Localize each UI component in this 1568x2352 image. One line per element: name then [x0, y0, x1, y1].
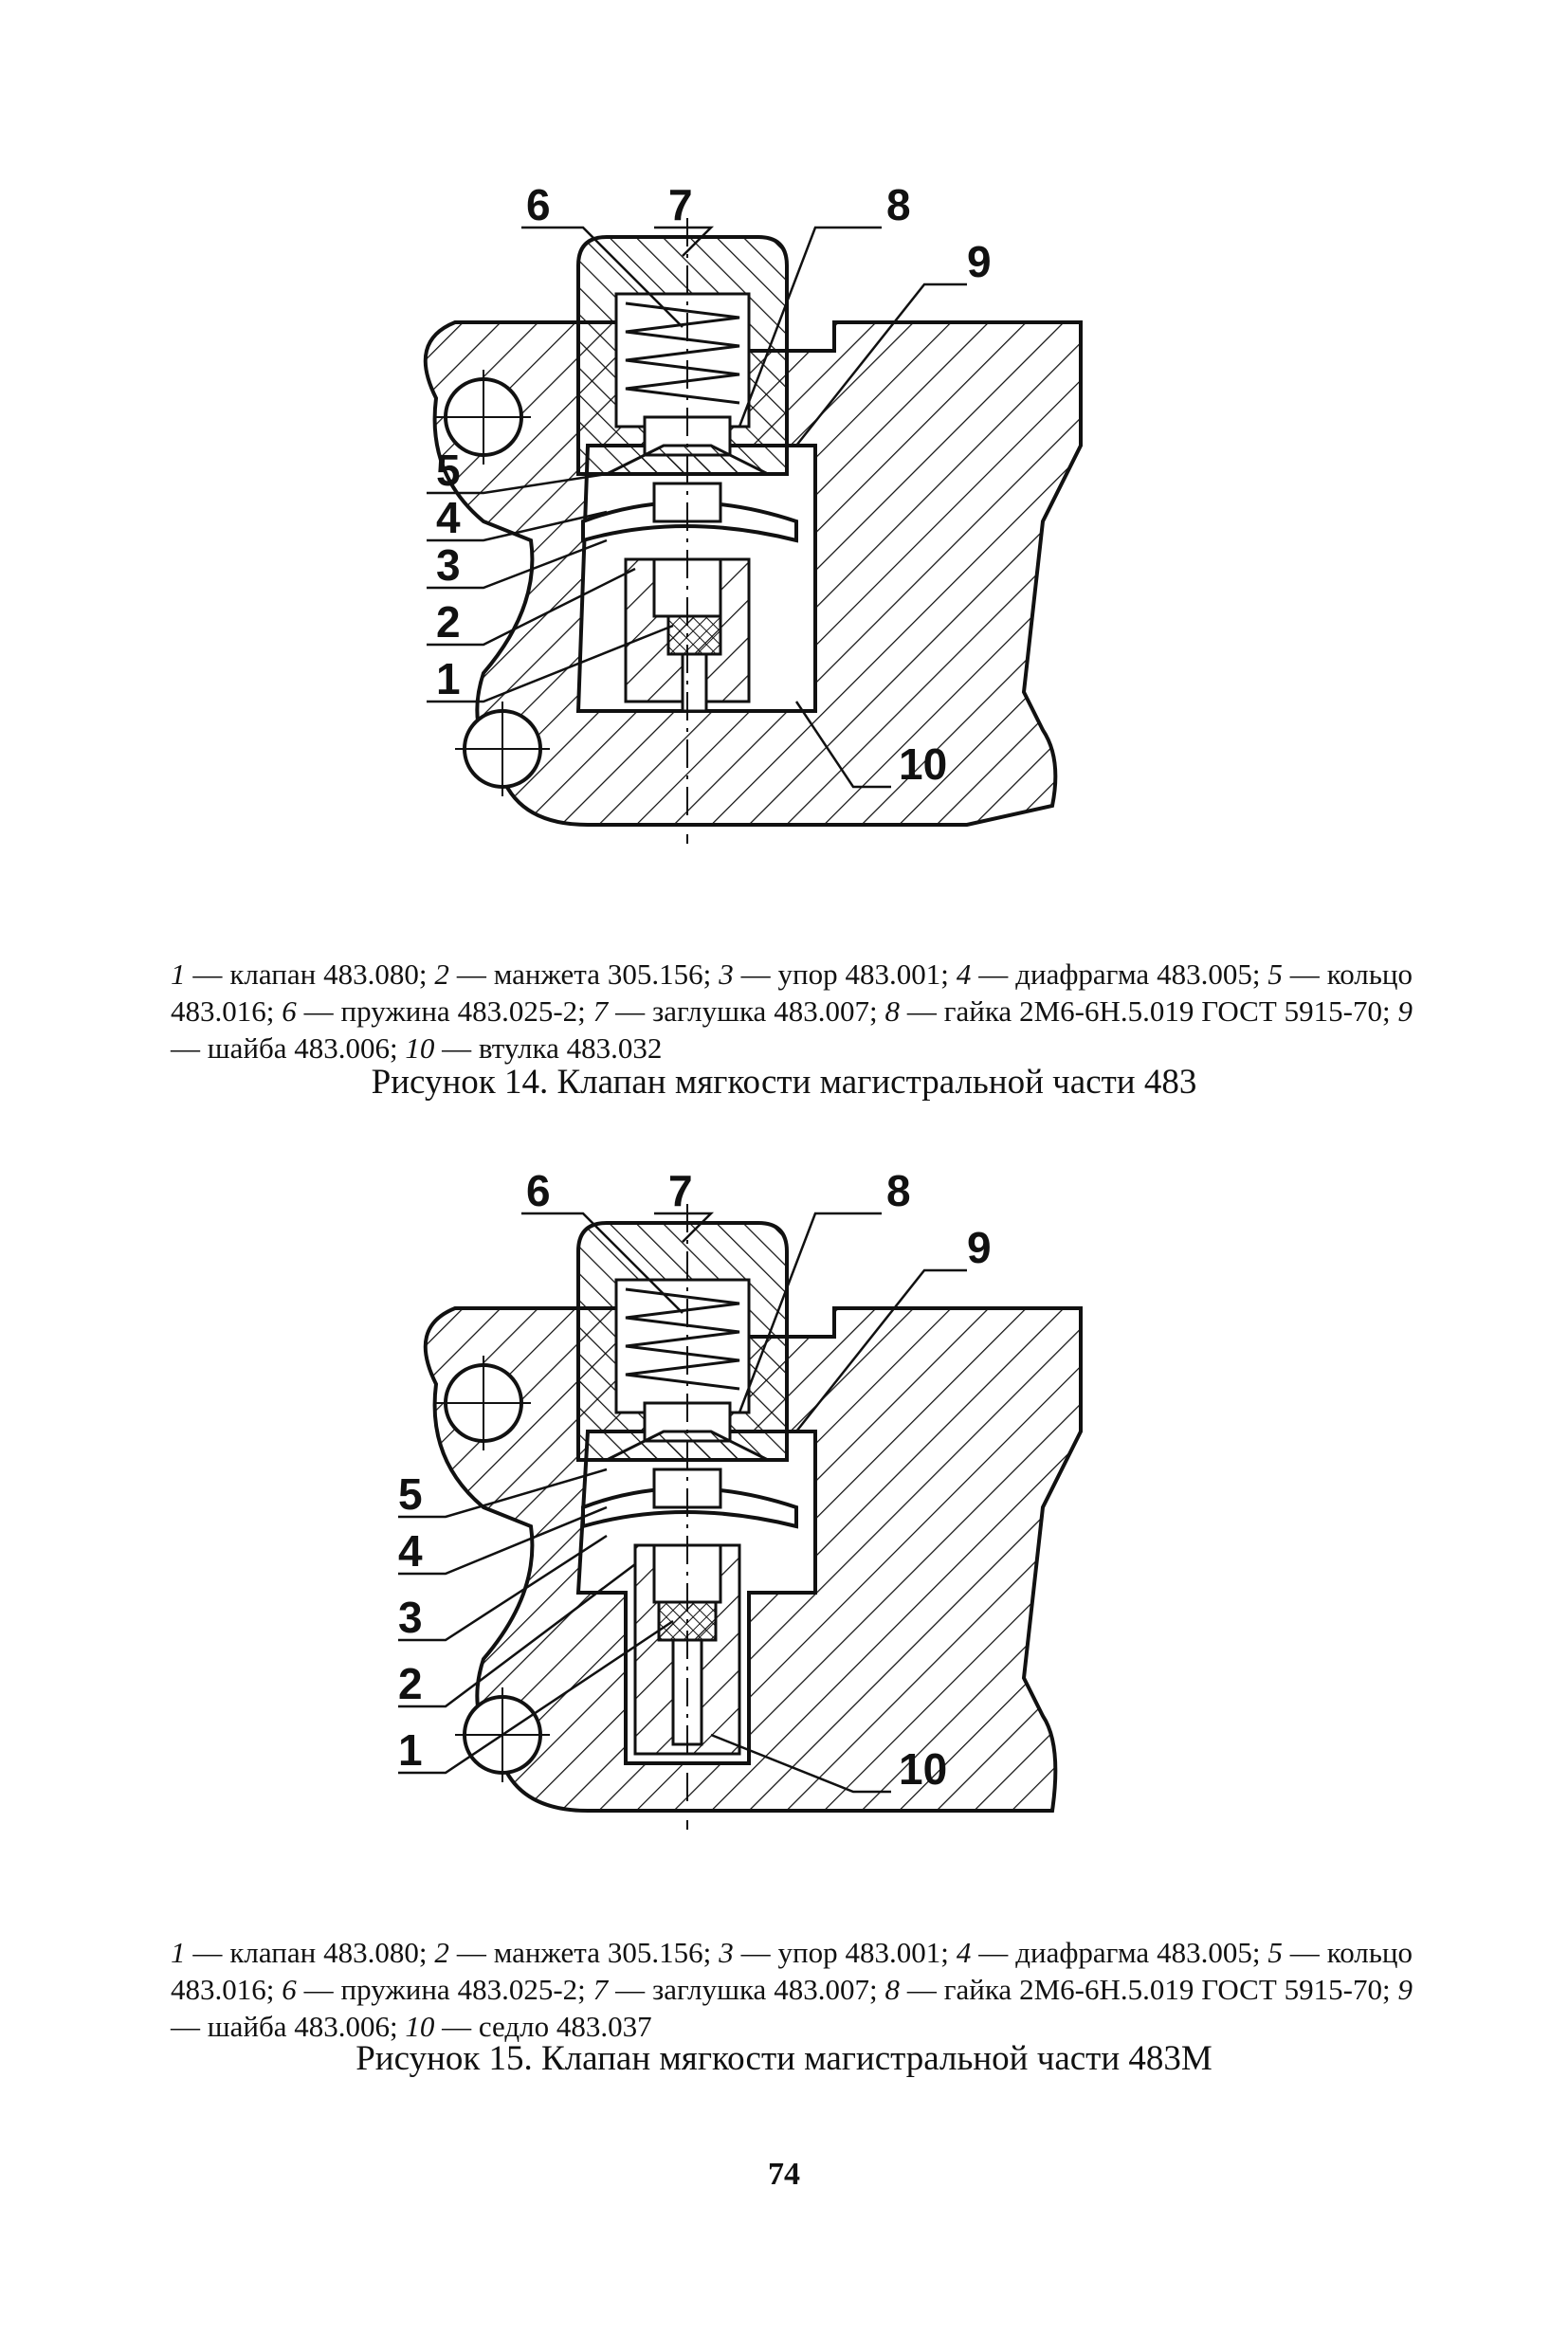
- callout-10: 10: [899, 739, 947, 789]
- figure-15-legend: 1 — клапан 483.080; 2 — манжета 305.156;…: [171, 1934, 1413, 2045]
- legend-num: 7: [593, 1973, 609, 2006]
- legend-num: 5: [1267, 1936, 1283, 1969]
- legend-num: 8: [884, 994, 900, 1028]
- legend-num: 1: [171, 957, 186, 991]
- callout-4: 4: [398, 1526, 423, 1576]
- callout-6: 6: [526, 180, 551, 229]
- legend-text: — кольцо 483.016;: [171, 1936, 1413, 2006]
- legend-text: — шайба 483.006;: [171, 2010, 406, 2043]
- legend-text: — клапан 483.080;: [185, 1936, 435, 1969]
- callout-leaders: [427, 226, 967, 789]
- callout-1: 1: [436, 654, 461, 703]
- callout-9: 9: [967, 1223, 992, 1272]
- figure-15-title: Рисунок 15. Клапан мягкости магистрально…: [356, 2039, 1212, 2078]
- legend-text: — заглушка 483.007;: [608, 1973, 885, 2006]
- legend-num: 5: [1267, 957, 1283, 991]
- legend-text: — седло 483.037: [434, 2010, 652, 2043]
- legend-text: — гайка 2М6-6Н.5.019 ГОСТ 5915-70;: [899, 1973, 1398, 2006]
- callout-4: 4: [436, 493, 461, 542]
- legend-num: 7: [593, 994, 609, 1028]
- page-number: 74: [768, 2157, 800, 2192]
- callout-7: 7: [668, 180, 693, 229]
- callout-1: 1: [398, 1725, 423, 1775]
- legend-text: — диафрагма 483.005;: [971, 957, 1268, 991]
- legend-num: 6: [282, 994, 297, 1028]
- legend-text: — упор 483.001;: [733, 957, 957, 991]
- callout-2: 2: [398, 1659, 423, 1708]
- callout-leaders: [389, 1212, 967, 1794]
- legend-num: 4: [956, 957, 972, 991]
- legend-text: — клапан 483.080;: [185, 957, 435, 991]
- callout-5: 5: [398, 1469, 423, 1519]
- legend-text: — манжета 305.156;: [448, 1936, 720, 1969]
- legend-num: 1: [171, 1936, 186, 1969]
- figure-14-drawing: 6 7 8 9 5 4 3 2 1 10: [398, 161, 1176, 939]
- legend-num: 4: [956, 1936, 972, 1969]
- callout-3: 3: [398, 1593, 423, 1642]
- figure-15-drawing: 6 7 8 9 5 4 3 2 1 10: [389, 1147, 1176, 1924]
- legend-num: 3: [719, 1936, 734, 1969]
- callout-3: 3: [436, 540, 461, 590]
- callout-6: 6: [526, 1166, 551, 1215]
- figure-14-legend: 1 — клапан 483.080; 2 — манжета 305.156;…: [171, 956, 1413, 1067]
- legend-text: — заглушка 483.007;: [608, 994, 885, 1028]
- legend-num: 9: [1397, 1973, 1413, 2006]
- legend-num: 2: [434, 957, 449, 991]
- legend-text: — диафрагма 483.005;: [971, 1936, 1268, 1969]
- legend-text: — шайба 483.006;: [171, 1031, 406, 1065]
- figure-14-title: Рисунок 14. Клапан мягкости магистрально…: [371, 1063, 1197, 1102]
- legend-text: — пружина 483.025-2;: [296, 1973, 593, 2006]
- legend-num: 8: [884, 1973, 900, 2006]
- legend-text: — кольцо 483.016;: [171, 957, 1413, 1028]
- legend-num: 3: [719, 957, 734, 991]
- callout-7: 7: [668, 1166, 693, 1215]
- legend-num: 9: [1397, 994, 1413, 1028]
- legend-text: — гайка 2М6-6Н.5.019 ГОСТ 5915-70;: [899, 994, 1398, 1028]
- legend-num: 6: [282, 1973, 297, 2006]
- legend-text: — втулка 483.032: [434, 1031, 663, 1065]
- legend-num: 10: [405, 2010, 435, 2043]
- callout-8: 8: [886, 180, 911, 229]
- callout-2: 2: [436, 597, 461, 647]
- callout-8: 8: [886, 1166, 911, 1215]
- legend-text: — манжета 305.156;: [448, 957, 720, 991]
- legend-num: 2: [434, 1936, 449, 1969]
- legend-num: 10: [405, 1031, 435, 1065]
- callout-5: 5: [436, 446, 461, 495]
- callout-9: 9: [967, 237, 992, 286]
- legend-text: — пружина 483.025-2;: [296, 994, 593, 1028]
- callout-10: 10: [899, 1744, 947, 1794]
- legend-text: — упор 483.001;: [733, 1936, 957, 1969]
